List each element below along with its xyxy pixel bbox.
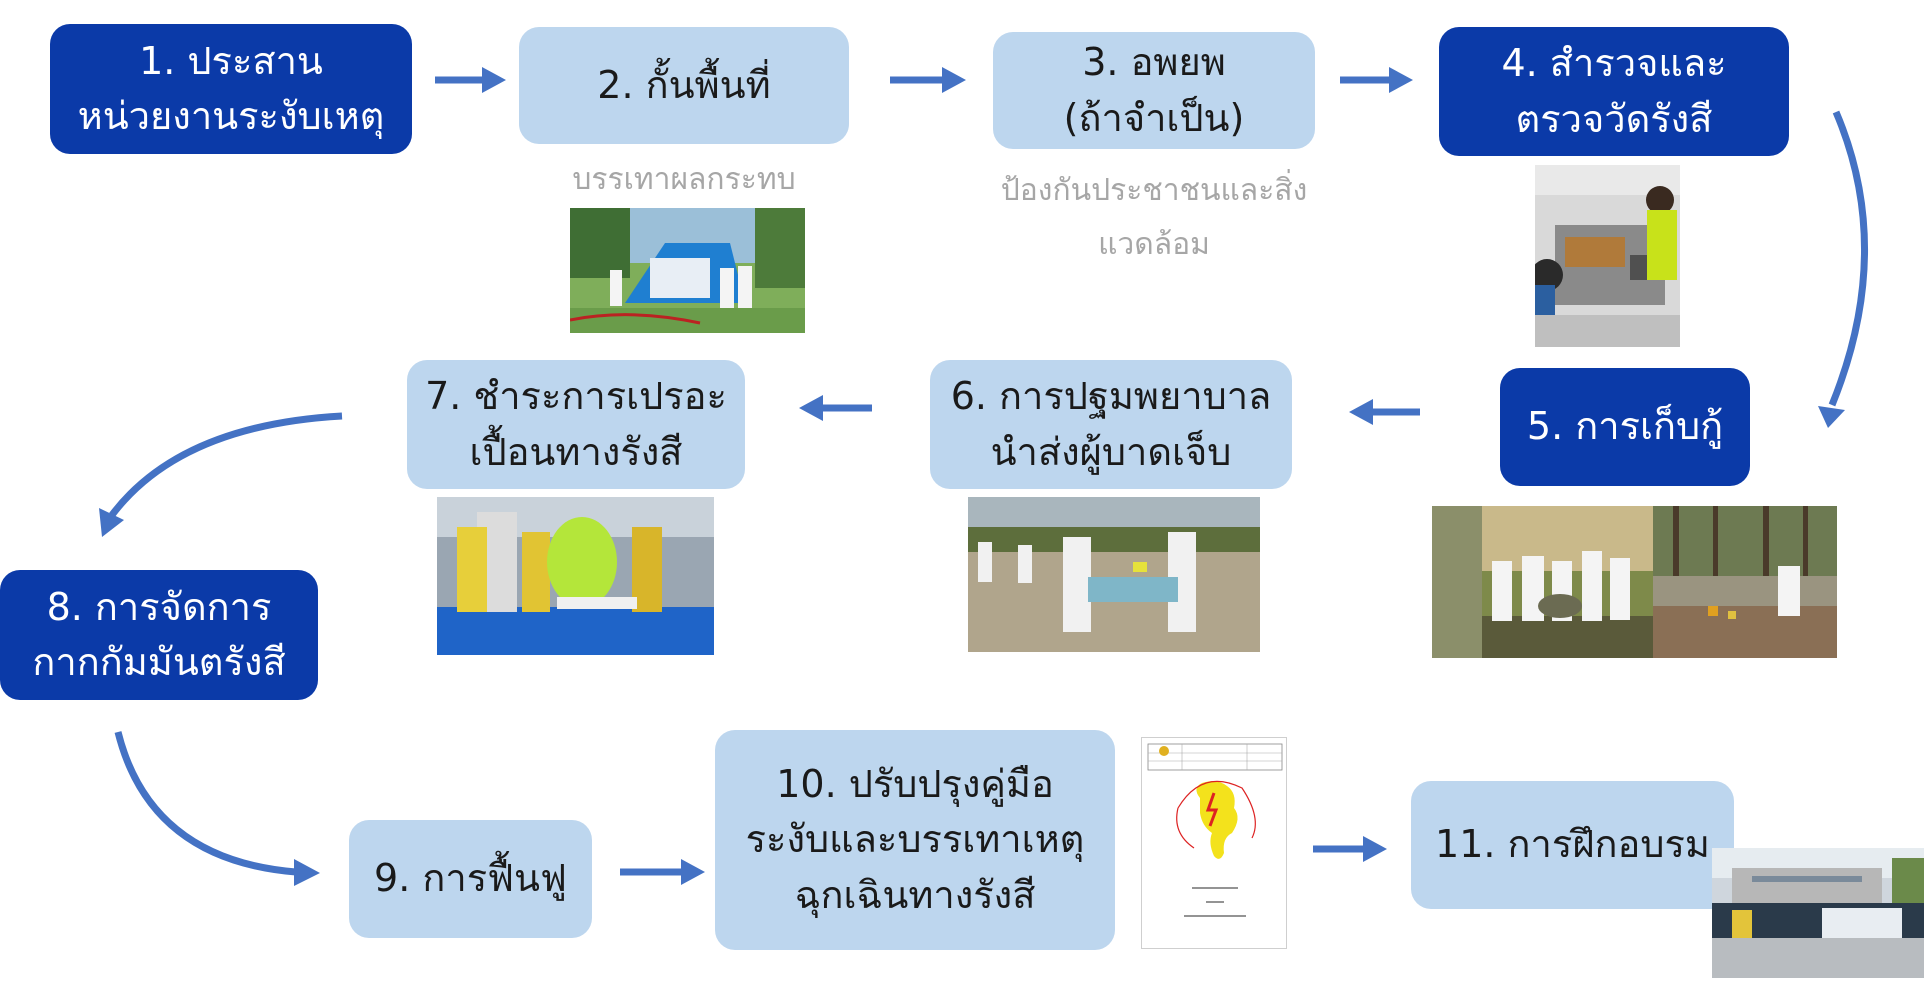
step-10-box: 10. ปรับปรุงคู่มือระงับและบรรเทาเหตุฉุกเ…: [715, 730, 1115, 950]
step-10-line-2: ระงับและบรรเทาเหตุ: [745, 817, 1085, 862]
step-4-line-1: 4. สำรวจและ: [1501, 41, 1727, 86]
step-2-box: 2. กั้นพื้นที่: [519, 27, 849, 144]
arrow-6-to-7: [799, 395, 872, 421]
step-7-line-2: เปื้อนทางรังสี: [469, 429, 683, 474]
arrow-1-to-2: [435, 67, 506, 93]
step-5-box: 5. การเก็บกู้: [1500, 368, 1750, 486]
step-3-line-1: 3. อพยพ: [1082, 40, 1226, 85]
arrow-9-to-10: [620, 859, 705, 885]
arrow-3-to-4: [1340, 67, 1413, 93]
step-6-box: 6. การปฐมพยาบาลนำส่งผู้บาดเจ็บ: [930, 360, 1292, 489]
step-11-box: 11. การฝึกอบรม: [1411, 781, 1734, 909]
step-6-line-2: นำส่งผู้บาดเจ็บ: [990, 429, 1232, 474]
step-2-photo: [570, 208, 805, 333]
arrow-8-to-9: [114, 731, 320, 886]
step-6-photo: [968, 497, 1260, 652]
step-3-note-line-1: ป้องกันประชาชน: [1000, 173, 1221, 208]
step-9-box: 9. การฟื้นฟู: [349, 820, 592, 938]
step-4-line-2: ตรวจวัดรังสี: [1515, 96, 1713, 141]
step-11-photo: [1712, 848, 1924, 978]
arrow-4-to-5: [1818, 110, 1868, 428]
step-10-line-1: 10. ปรับปรุงคู่มือ: [776, 762, 1054, 807]
step-7-photo: [437, 497, 714, 655]
step-4-photo: [1535, 165, 1680, 347]
arrow-2-to-3: [890, 67, 966, 93]
step-10-line-3: ฉุกเฉินทางรังสี: [794, 872, 1036, 917]
step-1-line-2: หน่วยงานระงับเหตุ: [77, 94, 385, 138]
step-11-line-1: 11. การฝึกอบรม: [1435, 822, 1710, 867]
step-5-photo-left: [1432, 506, 1653, 658]
step-9-line-1: 9. การฟื้นฟู: [374, 856, 567, 901]
step-3-note-line-2: และสิ่งแวดล้อม: [1098, 173, 1308, 262]
step-2-note-line-1: บรรเทาผลกระทบ: [572, 162, 796, 197]
step-3-note: ป้องกันประชาชนและสิ่งแวดล้อม: [993, 164, 1315, 272]
step-8-box: 8. การจัดการกากกัมมันตรังสี: [0, 570, 318, 700]
step-8-line-2: กากกัมมันตรังสี: [32, 640, 286, 684]
step-8-line-1: 8. การจัดการ: [46, 584, 272, 629]
arrow-7-to-8: [99, 412, 343, 537]
step-4-box: 4. สำรวจและตรวจวัดรังสี: [1439, 27, 1789, 156]
step-5-line-1: 5. การเก็บกู้: [1526, 404, 1724, 449]
step-7-box: 7. ชำระการเปรอะเปื้อนทางรังสี: [407, 360, 745, 489]
step-3-box: 3. อพยพ (ถ้าจำเป็น): [993, 32, 1315, 149]
step-10-manual-photo: [1141, 737, 1287, 949]
step-5-photo-right: [1653, 506, 1837, 658]
step-2-line-1: 2. กั้นพื้นที่: [597, 62, 771, 107]
step-1-line-1: 1. ประสาน: [139, 38, 323, 83]
step-1-box: 1. ประสานหน่วยงานระงับเหตุ: [50, 24, 412, 154]
arrow-5-to-6: [1349, 399, 1420, 425]
step-3-line-2: (ถ้าจำเป็น): [1063, 95, 1245, 140]
arrow-10-to-11: [1313, 836, 1387, 862]
step-7-line-1: 7. ชำระการเปรอะ: [425, 374, 727, 419]
step-2-note: บรรเทาผลกระทบ: [519, 153, 849, 207]
step-6-line-1: 6. การปฐมพยาบาล: [950, 374, 1272, 419]
